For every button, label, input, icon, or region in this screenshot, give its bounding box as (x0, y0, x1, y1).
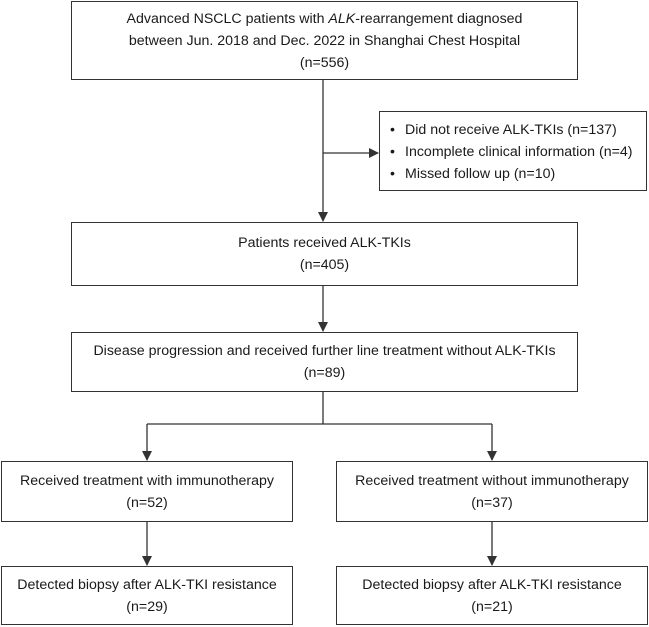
progression-box: Disease progression and received further… (71, 332, 578, 392)
progression-title: Disease progression and received further… (93, 343, 556, 359)
with-immuno-box: Received treatment with immunotherapy (n… (1, 461, 293, 522)
exclusion-list: Did not receive ALK-TKIs (n=137) Incompl… (390, 119, 646, 185)
exclusion-box: Did not receive ALK-TKIs (n=137) Incompl… (379, 111, 647, 191)
biopsy-with-box: Detected biopsy after ALK-TKI resistance… (1, 566, 293, 625)
with-immuno-title: Received treatment with immunotherapy (20, 472, 274, 489)
exclusion-item: Missed follow up (n=10) (390, 163, 646, 185)
cohort-line1-prefix: Advanced NSCLC patients with (126, 10, 329, 27)
exclusion-item: Incomplete clinical information (n=4) (390, 141, 646, 163)
biopsy-with-count: (n=29) (126, 598, 168, 615)
without-immuno-box: Received treatment without immunotherapy… (336, 461, 648, 522)
received-tki-count: (n=405) (299, 257, 350, 273)
cohort-line1-suffix: -rearrangement diagnosed (355, 10, 523, 27)
biopsy-with-title: Detected biopsy after ALK-TKI resistance (17, 576, 277, 593)
cohort-count: (n=556) (299, 54, 350, 71)
with-immuno-count: (n=52) (126, 494, 168, 511)
received-tki-title: Patients received ALK-TKIs (238, 235, 411, 251)
cohort-line1: Advanced NSCLC patients with ALK-rearran… (127, 8, 523, 30)
without-immuno-count: (n=37) (471, 494, 513, 511)
without-immuno-title: Received treatment without immunotherapy (355, 472, 629, 489)
cohort-line2: between Jun. 2018 and Dec. 2022 in Shang… (128, 32, 521, 49)
biopsy-without-box: Detected biopsy after ALK-TKI resistance… (336, 566, 648, 625)
cohort-box: Advanced NSCLC patients with ALK-rearran… (71, 1, 578, 80)
exclusion-item: Did not receive ALK-TKIs (n=137) (390, 119, 646, 141)
biopsy-without-title: Detected biopsy after ALK-TKI resistance (362, 576, 622, 593)
received-tki-box: Patients received ALK-TKIs (n=405) (71, 222, 578, 286)
cohort-gene-italic: ALK (328, 10, 356, 27)
progression-count: (n=89) (303, 365, 346, 381)
biopsy-without-count: (n=21) (471, 598, 513, 615)
